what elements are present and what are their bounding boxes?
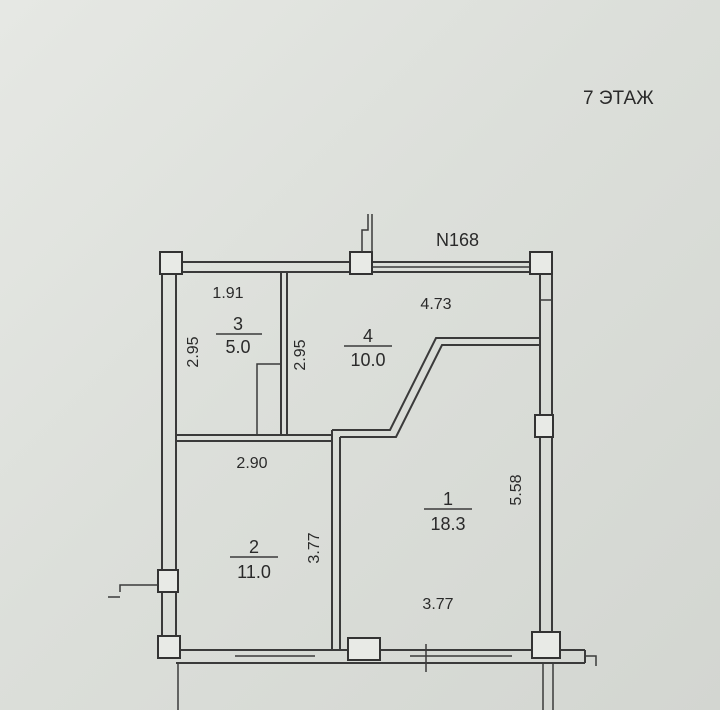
windows xyxy=(235,266,552,657)
room1-area: 18.3 xyxy=(430,514,465,534)
labels: 7 ЭТАЖ N168 1.91 4.73 2.95 2.95 3 5.0 4 … xyxy=(185,88,654,613)
room3-area: 5.0 xyxy=(225,337,250,357)
room1-width-dim: 3.77 xyxy=(422,596,453,613)
room4-area: 10.0 xyxy=(350,350,385,370)
room3-number: 3 xyxy=(233,314,243,334)
plan-number: N168 xyxy=(436,230,479,250)
room2-number: 2 xyxy=(249,537,259,557)
outer-walls xyxy=(161,261,586,710)
room2-height-dim: 3.77 xyxy=(306,532,323,563)
floor-label: 7 ЭТАЖ xyxy=(583,88,654,109)
axis-markers xyxy=(108,214,597,672)
inner-walls xyxy=(176,272,540,650)
columns xyxy=(157,251,561,661)
room3-height-dim: 2.95 xyxy=(185,336,202,367)
room1-height-dim: 5.58 xyxy=(508,474,525,505)
room2-width-dim: 2.90 xyxy=(236,455,267,472)
room1-number: 1 xyxy=(443,489,453,509)
room4-left-height-dim: 2.95 xyxy=(292,339,309,370)
room2-area: 11.0 xyxy=(237,562,271,582)
room4-width-dim: 4.73 xyxy=(420,296,451,313)
room4-number: 4 xyxy=(363,326,373,346)
room3-width-dim: 1.91 xyxy=(212,285,243,302)
